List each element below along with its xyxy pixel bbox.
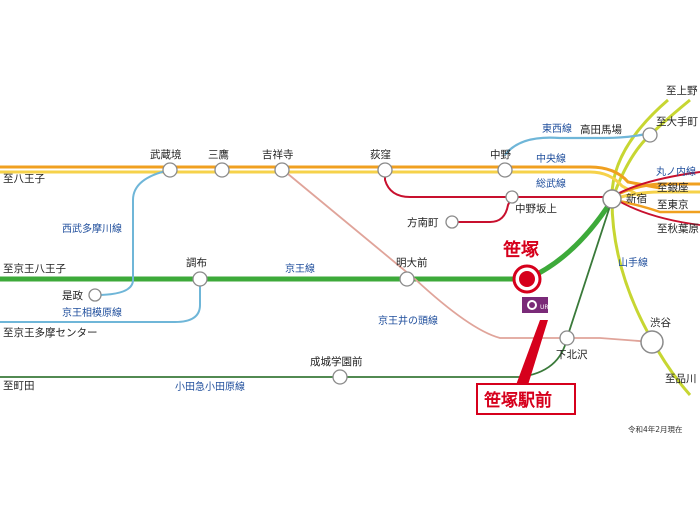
station-nakano — [497, 162, 513, 178]
chuo-line — [0, 165, 661, 190]
svg-text:調布: 調布 — [186, 256, 207, 269]
svg-text:是政: 是政 — [62, 289, 83, 302]
svg-text:京王井の頭線: 京王井の頭線 — [378, 314, 438, 327]
station-kichijoji — [274, 162, 290, 178]
station-takadanobaba — [642, 127, 658, 143]
svg-text:山手線: 山手線 — [618, 256, 648, 269]
station-seijogakuenmae — [332, 369, 348, 385]
svg-text:笹塚駅前: 笹塚駅前 — [484, 390, 552, 411]
station-chofu — [192, 271, 208, 287]
svg-text:小田急小田原線: 小田急小田原線 — [175, 380, 245, 393]
station-mitaka — [214, 162, 230, 178]
map-title: 笹塚 — [503, 239, 539, 261]
svg-text:三鷹: 三鷹 — [208, 148, 229, 161]
svg-text:丸ノ内線: 丸ノ内線 — [656, 165, 696, 178]
svg-text:至京王八王子: 至京王八王子 — [3, 262, 66, 275]
svg-text:武蔵境: 武蔵境 — [150, 148, 182, 161]
svg-text:高田馬場: 高田馬場 — [580, 123, 622, 136]
callout-pointer — [516, 320, 548, 385]
svg-text:荻窪: 荻窪 — [370, 148, 391, 161]
station-meidaimae — [399, 271, 415, 287]
keio-sagamihara-line — [0, 279, 201, 323]
callout-box — [476, 383, 576, 415]
svg-text:至銀座: 至銀座 — [657, 181, 689, 194]
svg-text:中野坂上: 中野坂上 — [515, 202, 557, 215]
svg-text:成城学園前: 成城学園前 — [310, 355, 363, 368]
station-shimokitazawa — [559, 330, 575, 346]
station-honancho — [445, 215, 459, 229]
svg-text:吉祥寺: 吉祥寺 — [262, 148, 294, 161]
station-nakanosakaue — [505, 190, 519, 204]
svg-text:至上野: 至上野 — [666, 85, 698, 97]
tozai-line — [504, 131, 651, 156]
svg-text:京王相模原線: 京王相模原線 — [62, 306, 122, 319]
marunouchi-branch — [455, 196, 513, 223]
svg-text:中央線: 中央線 — [536, 152, 566, 165]
svg-text:至品川: 至品川 — [665, 373, 697, 385]
svg-text:至京王多摩センター: 至京王多摩センター — [3, 326, 98, 339]
station-ogikubo — [377, 162, 393, 178]
svg-text:西武多摩川線: 西武多摩川線 — [62, 222, 122, 235]
sobu-line — [0, 170, 641, 198]
marunouchi-line — [384, 170, 612, 198]
svg-text:至八王子: 至八王子 — [3, 173, 45, 185]
svg-text:UR: UR — [540, 304, 549, 311]
svg-text:東西線: 東西線 — [542, 122, 572, 135]
inokashira-line — [281, 168, 653, 343]
svg-text:至東京: 至東京 — [657, 198, 689, 211]
svg-text:渋谷: 渋谷 — [650, 316, 671, 329]
svg-text:方南町: 方南町 — [407, 216, 439, 229]
svg-text:至大手町: 至大手町 — [656, 115, 698, 128]
yamanote-line — [610, 98, 692, 396]
svg-text:中野: 中野 — [490, 148, 511, 161]
svg-text:下北沢: 下北沢 — [556, 348, 588, 361]
svg-text:至秋葉原: 至秋葉原 — [657, 222, 699, 235]
svg-text:総武線: 総武線 — [536, 177, 566, 190]
station-shibuya — [640, 330, 664, 354]
station-musashisakai — [162, 162, 178, 178]
svg-text:至町田: 至町田 — [3, 380, 35, 392]
station-koremasa — [88, 288, 102, 302]
station-shinjuku — [602, 189, 622, 209]
svg-text:明大前: 明大前 — [396, 256, 428, 269]
svg-text:京王線: 京王線 — [285, 262, 315, 275]
svg-text:新宿: 新宿 — [626, 192, 647, 205]
svg-text:令和4年2月現在: 令和4年2月現在 — [628, 424, 683, 434]
seibu-tamagawa-line — [94, 169, 171, 296]
